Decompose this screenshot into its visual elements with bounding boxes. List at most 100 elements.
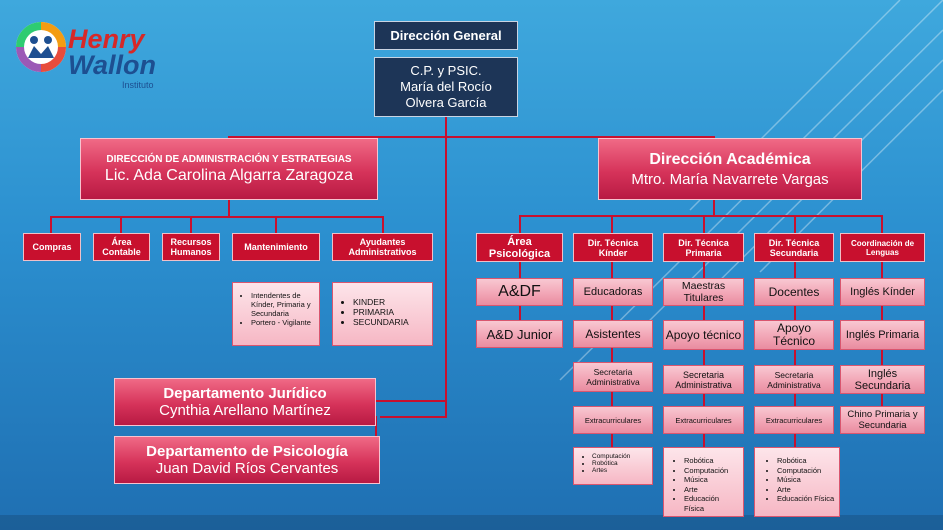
item-label: Secretaria Administrativa bbox=[675, 369, 732, 390]
item-ingles-primaria: Inglés Primaria bbox=[840, 320, 925, 350]
item-secretaria-kinder: Secretaria Administrativa bbox=[573, 362, 653, 392]
list-item: Robótica bbox=[777, 456, 837, 466]
admin-unit-rrhh: Recursos Humanos bbox=[162, 233, 220, 261]
item-maestras-titulares: Maestras Titulares bbox=[663, 278, 744, 306]
extracurriculares-primaria-list: Robótica Computación Música Arte Educaci… bbox=[663, 447, 744, 517]
connector bbox=[120, 216, 122, 234]
item-extracurriculares-secundaria: Extracurriculares bbox=[754, 406, 834, 434]
connector bbox=[611, 215, 613, 233]
item-ingles-kinder: Inglés Kínder bbox=[840, 278, 925, 306]
academica-title: Dirección Académica bbox=[649, 150, 811, 168]
juridico-box: Departamento Jurídico Cynthia Arellano M… bbox=[114, 378, 376, 426]
col-header-secundaria: Dir. Técnica Secundaria bbox=[754, 233, 834, 262]
list-item: PRIMARIA bbox=[353, 307, 429, 317]
col-header-psicologica: Área Psicológica bbox=[476, 233, 563, 262]
admin-name: Lic. Ada Carolina Algarra Zaragoza bbox=[104, 166, 354, 184]
connector bbox=[794, 262, 796, 447]
connector bbox=[228, 200, 230, 217]
academica-director-box: Dirección Académica Mtro. María Navarret… bbox=[598, 138, 862, 200]
list-item: Computación bbox=[592, 453, 650, 460]
item-label: Inglés Secundaria bbox=[854, 367, 911, 392]
academica-name: Mtro. María Navarrete Vargas bbox=[631, 170, 829, 188]
item-secretaria-primaria: Secretaria Administrativa bbox=[663, 365, 744, 394]
list-item: Computación bbox=[684, 466, 741, 476]
item-label: A&D Junior bbox=[486, 326, 553, 342]
item-label: A&DF bbox=[498, 283, 541, 300]
connector bbox=[50, 216, 52, 234]
list-item: Música bbox=[684, 475, 741, 485]
item-label: Apoyo Técnico bbox=[772, 321, 816, 348]
connector bbox=[703, 215, 705, 233]
connector bbox=[519, 215, 883, 217]
connector bbox=[794, 215, 796, 233]
item-apoyo-tecnico-primaria: Apoyo técnico bbox=[663, 320, 744, 350]
direccion-general-director: C.P. y PSIC. María del Rocío Olvera Garc… bbox=[374, 57, 518, 117]
direccion-general-title: Dirección General bbox=[374, 21, 518, 50]
item-ad-junior: A&D Junior bbox=[476, 320, 563, 348]
list-item: Computación bbox=[777, 466, 837, 476]
unit-label: Ayudantes Administrativos bbox=[348, 237, 417, 257]
item-label: Educadoras bbox=[583, 286, 643, 298]
item-label: Secretaria Administrativa bbox=[586, 367, 640, 387]
connector bbox=[713, 200, 715, 216]
list-item: KINDER bbox=[353, 297, 429, 307]
col-header-label: Dir. Técnica Primaria bbox=[678, 237, 729, 258]
ayudantes-list: KINDER PRIMARIA SECUNDARIA bbox=[332, 282, 433, 346]
item-chino: Chino Primaria y Secundaria bbox=[840, 406, 925, 434]
item-label: Extracurriculares bbox=[765, 415, 823, 425]
unit-label: Recursos Humanos bbox=[170, 237, 212, 257]
item-extracurriculares-primaria: Extracurriculares bbox=[663, 406, 744, 434]
list-item: Arte bbox=[777, 485, 837, 495]
item-label: Docentes bbox=[768, 285, 820, 299]
list-item: Artes bbox=[592, 467, 650, 474]
item-label: Maestras Titulares bbox=[681, 280, 726, 304]
item-label: Apoyo técnico bbox=[665, 327, 742, 342]
item-docentes: Docentes bbox=[754, 278, 834, 306]
item-label: Asistentes bbox=[585, 327, 641, 341]
item-extracurriculares-kinder: Extracurriculares bbox=[573, 406, 653, 434]
list-item: Educación Física bbox=[684, 494, 741, 513]
psicologia-title: Departamento de Psicología bbox=[146, 443, 348, 460]
item-label: Inglés Kínder bbox=[850, 286, 915, 298]
connector bbox=[228, 136, 230, 138]
unit-label: Compras bbox=[32, 242, 72, 252]
connector bbox=[228, 136, 714, 138]
connector bbox=[519, 215, 521, 233]
psicologia-name: Juan David Ríos Cervantes bbox=[155, 460, 339, 477]
connector bbox=[190, 216, 192, 234]
logo-text-henry: Henry bbox=[68, 24, 145, 54]
list-item: Robótica bbox=[684, 456, 741, 466]
unit-label: Área Contable bbox=[102, 237, 141, 257]
director-line: C.P. y PSIC. bbox=[410, 63, 482, 78]
item-apoyo-tecnico-secundaria: Apoyo Técnico bbox=[754, 320, 834, 350]
admin-unit-ayudantes: Ayudantes Administrativos bbox=[332, 233, 433, 261]
col-header-primaria: Dir. Técnica Primaria bbox=[663, 233, 744, 262]
director-line: Olvera García bbox=[405, 95, 487, 110]
item-secretaria-secundaria: Secretaria Administrativa bbox=[754, 365, 834, 394]
col-header-lenguas: Coordinación de Lenguas bbox=[840, 233, 925, 262]
director-line: María del Rocío bbox=[400, 79, 492, 94]
list-item: Robótica bbox=[592, 460, 650, 467]
direccion-general-label: Dirección General bbox=[390, 28, 502, 43]
logo-text-instituto: Instituto bbox=[122, 80, 154, 90]
item-label: Inglés Primaria bbox=[845, 329, 920, 341]
item-label: Extracurriculares bbox=[675, 415, 732, 425]
col-header-label: Dir. Técnica Secundaria bbox=[768, 237, 820, 258]
admin-unit-contable: Área Contable bbox=[93, 233, 150, 261]
mantenimiento-list: Intendentes de Kínder, Primaria y Secund… bbox=[232, 282, 320, 346]
connector bbox=[713, 136, 715, 138]
psicologia-box: Departamento de Psicología Juan David Rí… bbox=[114, 436, 380, 484]
connector bbox=[382, 216, 384, 234]
list-item: Portero - Vigilante bbox=[251, 318, 316, 327]
list-item: Intendentes de Kínder, Primaria y Secund… bbox=[251, 291, 316, 318]
connector bbox=[380, 416, 447, 418]
admin-unit-mantenimiento: Mantenimiento bbox=[232, 233, 320, 261]
col-header-label: Dir. Técnica Kínder bbox=[587, 237, 639, 258]
connector bbox=[50, 216, 383, 218]
connector bbox=[881, 215, 883, 233]
col-header-label: Coordinación de Lenguas bbox=[850, 238, 915, 257]
list-item: SECUNDARIA bbox=[353, 317, 429, 327]
extracurriculares-secundaria-list: Robótica Computación Música Arte Educaci… bbox=[754, 447, 840, 517]
item-educadoras: Educadoras bbox=[573, 278, 653, 306]
list-item: Música bbox=[777, 475, 837, 485]
